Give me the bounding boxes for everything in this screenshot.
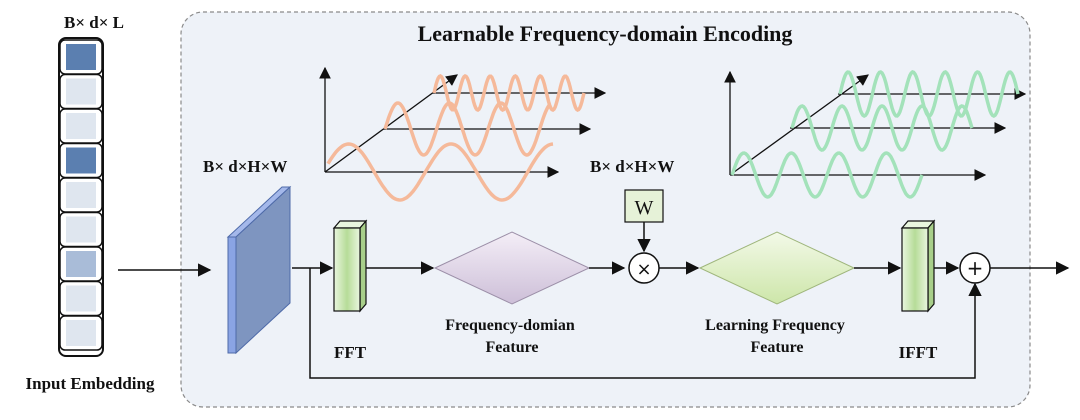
green-wave-front [730, 151, 924, 199]
add-icon: + [967, 256, 984, 280]
panel-title: Learnable Frequency-domain Encoding [418, 21, 793, 46]
green-wave-back [838, 70, 1020, 119]
embedding-cell [66, 78, 96, 105]
embedding-cell [66, 285, 96, 312]
orange-wave-back [432, 74, 586, 112]
embedding-cell [66, 216, 96, 243]
embedding-cells [59, 39, 103, 351]
feature-plate-side [227, 236, 237, 354]
orange-wave-mid [383, 101, 552, 157]
spatial-waves-plot [319, 66, 607, 202]
embedding-cell [66, 251, 96, 277]
learning-frequency-feature-label: Learning Frequency Feature [705, 317, 849, 356]
multiply-icon: × [636, 259, 651, 280]
feature-dim-label-right: B× d×H×W [590, 157, 674, 176]
frequency-waves-plot [724, 70, 1027, 199]
embedding-cell [66, 44, 96, 70]
embedding-cell [66, 182, 96, 208]
feature-plate [235, 185, 291, 355]
weight-box [624, 189, 664, 223]
wave-axis-depth-2 [729, 74, 869, 176]
embedding-cell [66, 147, 96, 174]
skip-connection [309, 268, 982, 379]
ifft-block [900, 219, 936, 313]
ifft-label: IFFT [899, 343, 938, 362]
embedding-shape-label: B× d× L [64, 13, 124, 32]
embedding-cell [66, 113, 96, 139]
frequency-domain-feature-label: Frequency-domian Feature [445, 317, 578, 356]
embedding-cell [66, 320, 96, 346]
feature-dim-label-left: B× d×H×W [203, 157, 287, 176]
fft-label: FFT [334, 343, 367, 362]
weight-label: W [635, 197, 654, 219]
fft-block [332, 219, 368, 313]
orange-wave-front [326, 142, 554, 202]
green-wave-mid [790, 104, 974, 152]
input-embedding-label: Input Embedding [26, 374, 155, 393]
